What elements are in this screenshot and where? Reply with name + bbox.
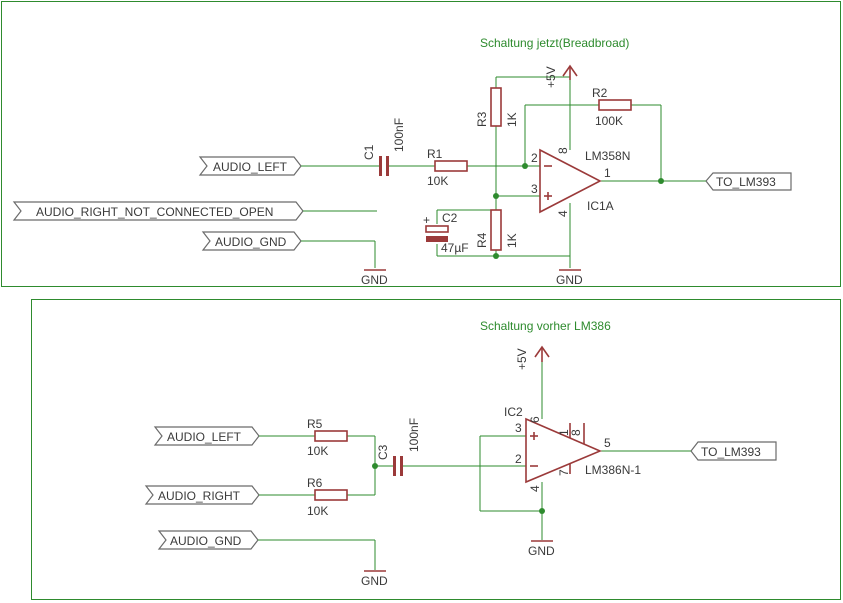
top-sheet-frame [1,1,841,287]
resistor-r4[interactable]: R4 1K [475,209,519,251]
ic2-name: IC2 [504,405,523,419]
r6-name: R6 [307,476,323,490]
gnd-label-top-right: GND [556,273,583,287]
supply-5v-bottom-label: +5V [515,348,529,370]
ic2-pin-6: 6 [528,416,542,423]
ic2-pin-5: 5 [604,436,611,450]
resistor-r2[interactable]: R2 100K [592,86,632,128]
port-audio-gnd-bottom[interactable]: AUDIO_GND [157,530,259,550]
resistor-r3[interactable]: R3 1K [475,87,519,127]
supply-5v-top-label: +5V [544,66,558,88]
r5-value: 10K [307,444,328,458]
ic1a-pin-2: 2 [531,151,538,165]
ic1a-pin-4: 4 [556,210,570,217]
top-wires [301,68,706,268]
port-audio-right-top[interactable]: AUDIO_RIGHT_NOT_CONNECTED_OPEN [12,201,304,221]
gnd-symbol-bottom-left: GND [361,570,388,588]
opamp-ic1a[interactable]: 2 3 1 8 4 LM358N IC1A [531,147,630,217]
gnd-symbol-top-right: GND [556,269,583,287]
ic1a-part: LM358N [585,149,630,163]
ic1a-pin-1: 1 [604,166,611,180]
r1-name: R1 [427,147,443,161]
port-to-lm393-bottom-label: TO_LM393 [701,445,761,459]
ic1a-pin-3: 3 [531,182,538,196]
ic2-pin-2: 2 [515,452,522,466]
gnd-label-top-left: GND [361,273,388,287]
port-audio-left-bottom[interactable]: AUDIO_LEFT [153,426,260,446]
r1-value: 10K [427,174,448,188]
r2-name: R2 [592,86,608,100]
gnd-label-bottom-left: GND [361,574,388,588]
supply-5v-bottom: +5V [515,345,550,370]
r3-name: R3 [475,111,489,127]
port-audio-gnd-top-label: AUDIO_GND [215,235,287,249]
ic2-pin-3: 3 [515,421,522,435]
gnd-symbol-bottom-amp: GND [528,540,555,558]
c3-value: 100nF [407,418,421,452]
resistor-r6[interactable]: R6 10K [307,476,348,518]
bottom-sheet-frame [31,299,841,600]
port-audio-left-top-label: AUDIO_LEFT [213,160,288,174]
c1-name: C1 [362,144,376,160]
supply-5v-top: +5V [544,64,578,88]
r2-value: 100K [595,114,623,128]
amplifier-ic2[interactable]: 3 2 5 6 4 1 8 7 IC2 LM386N-1 [504,405,641,492]
ic1a-pin-8: 8 [556,147,570,154]
port-audio-left-top[interactable]: AUDIO_LEFT [198,156,302,176]
gnd-label-bottom-amp: GND [528,544,555,558]
bottom-junctions [372,463,545,514]
ic2-pin-8: 8 [569,429,583,436]
port-audio-gnd-bottom-label: AUDIO_GND [170,534,242,548]
resistor-r5[interactable]: R5 10K [307,417,348,458]
ic2-pin-4: 4 [528,485,542,492]
r4-name: R4 [475,232,489,248]
port-to-lm393-top[interactable]: TO_LM393 [705,172,792,191]
top-junctions [493,163,664,259]
gnd-symbol-top-left: GND [361,269,388,287]
r4-value: 1K [505,233,519,248]
port-to-lm393-top-label: TO_LM393 [716,175,776,189]
resistor-r1[interactable]: R1 10K [427,147,468,188]
bottom-title: Schaltung vorher LM386 [480,319,611,333]
ic1a-name: IC1A [587,199,614,213]
port-audio-left-bottom-label: AUDIO_LEFT [167,430,242,444]
ic2-pin-7: 7 [557,469,571,476]
top-title: Schaltung jetzt(Breadbroad) [480,36,629,50]
r5-name: R5 [307,417,323,431]
bottom-wires [258,350,691,570]
capacitor-c3[interactable]: C3 100nF [376,418,421,476]
c2-value: 47µF [441,241,469,255]
c2-plus-icon: + [423,213,430,227]
c1-value: 100nF [392,118,406,152]
r3-value: 1K [505,112,519,127]
capacitor-c1[interactable]: C1 100nF [362,118,406,176]
capacitor-c2[interactable]: + C2 47µF [423,211,469,255]
port-audio-right-top-label: AUDIO_RIGHT_NOT_CONNECTED_OPEN [36,205,273,219]
ic2-pin-1: 1 [557,429,571,436]
c2-name: C2 [442,211,458,225]
port-audio-right-bottom-label: AUDIO_RIGHT [158,489,241,503]
port-audio-gnd-top[interactable]: AUDIO_GND [201,231,302,251]
ic2-part: LM386N-1 [585,463,641,477]
r6-value: 10K [307,504,328,518]
port-to-lm393-bottom[interactable]: TO_LM393 [690,441,777,461]
c3-name: C3 [376,444,390,460]
port-audio-right-bottom[interactable]: AUDIO_RIGHT [144,485,260,505]
